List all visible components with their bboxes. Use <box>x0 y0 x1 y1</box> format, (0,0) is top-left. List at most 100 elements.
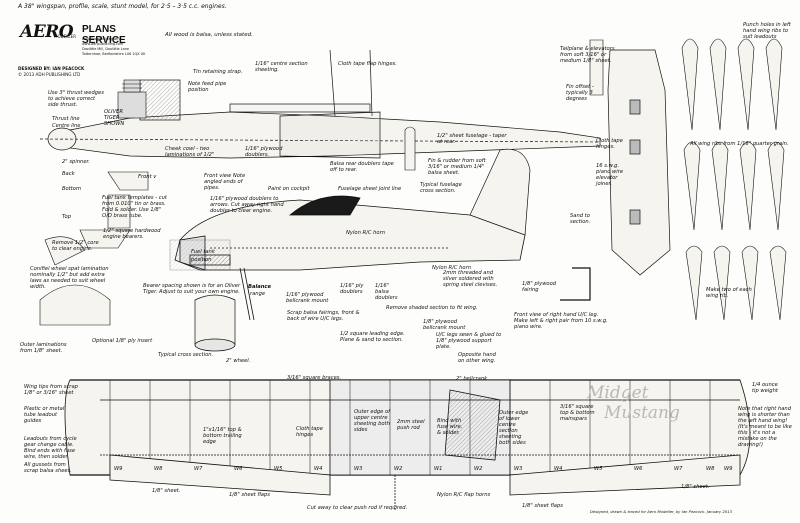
note-paint-cockpit: Paint on cockpit <box>268 186 310 192</box>
note-ply-bellcrank: 1/16" plywood bellcrank mount <box>286 292 329 304</box>
note-sheet-flaps-right: 1/8" sheet flaps <box>522 503 563 509</box>
rib-label: W8 <box>154 466 163 472</box>
note-nylon-rc-horn: Nylon R/C horn <box>432 265 472 271</box>
rib-label: W7 <box>194 466 203 472</box>
plan-subtitle: A 38" wingspan, profile, scale, stunt mo… <box>18 3 227 10</box>
footer-credit: Designed, drawn & traced for Aero Modell… <box>590 509 732 514</box>
rib-label: W6 <box>234 466 243 472</box>
note-cloth-flap: Cloth tape flap hinges. <box>338 61 397 67</box>
rib-label: W3 <box>354 466 363 472</box>
note-ply-doublers2: 1/16" ply doublers <box>340 283 364 295</box>
note-make-two: Make two of each wing rib. <box>706 287 752 299</box>
copyright: © 2013 ADH PUBLISHING LTD <box>18 72 81 77</box>
wheel <box>194 294 236 352</box>
note-thrust: Use 3° thrust wedges to achieve correct … <box>48 90 104 108</box>
note-balsa-rear: Balsa rear doublers tape off to rear. <box>330 161 394 173</box>
pub-line: Doolittle Mill, Doolittle Lane <box>82 47 129 51</box>
plans-service-title: PLANS SERVICE <box>82 24 126 46</box>
note-spinner: 2" spinner. <box>62 159 90 165</box>
pub-line: AeroModeller Magazine <box>82 37 122 41</box>
note-oliver-tiger: OLIVER TIGER SHOWN <box>104 109 125 127</box>
note-leadout-guides: Plastic or metal tube leadout guides <box>24 406 65 424</box>
note-fin-rudder: Fin & rudder from soft 3/16" or medium 1… <box>428 158 486 176</box>
fin-rudder <box>469 148 531 236</box>
wing-name-1: Midget <box>587 383 649 403</box>
rib-label: W4 <box>314 466 323 472</box>
note-sheet-flaps-left: 1/8" sheet flaps <box>229 492 270 498</box>
elevator-pieces <box>404 39 604 171</box>
label-front-v: Front v <box>138 174 157 180</box>
note-tin-strap: Tin retaining strap. <box>193 69 243 75</box>
note-cloth-tape-hinges2: Cloth tape hinges <box>296 426 323 438</box>
designer-credit: DESIGNED BY: IAN PEACOCK <box>18 66 85 71</box>
note-push-rod: 2mm steel push rod <box>397 419 425 431</box>
note-conifiel: Conifiel wheel spat lamination nominally… <box>30 266 109 290</box>
note-cut-away: Cut away to clear push rod if required. <box>307 505 408 511</box>
note-feed-pipe: Note feed pipe position <box>188 81 227 93</box>
note-piano-wire: 16 s.w.g. piano wire elevator joiner. <box>596 163 624 187</box>
note-nylon-flap: Nylon R/C flap horns <box>437 492 491 498</box>
note-mainspars: 3/16" square top & bottom mainspars <box>560 404 595 422</box>
note-ply-doublers: 1/16" plywood doublers. <box>245 146 283 158</box>
note-right-hand: Note that right hand wing is shorter tha… <box>738 406 792 448</box>
pub-line: www.adhpublishing.com <box>82 42 124 46</box>
label-balance: Balance <box>248 284 272 290</box>
note-typical-fuselage: Typical fuselage cross section. <box>420 182 462 194</box>
note-leadouts: Leadouts from cycle gear change cable. B… <box>24 436 77 460</box>
fuselage-top-view <box>39 49 601 159</box>
note-bind-fuse: Bind with fuse wire, & solder. <box>437 418 463 436</box>
note-outer-edge-lower: Outer edge of lower centre section sheet… <box>499 410 529 446</box>
rib-label: W3 <box>514 466 523 472</box>
label-fuel-tank: Fuel tank <box>191 249 215 255</box>
note-balsa-doublers: 1/16" balsa doublers <box>375 283 398 301</box>
note-optional-ply: Optional 1/8" ply insert <box>92 338 153 344</box>
uc-leg <box>560 267 591 301</box>
note-centre-section: 1/16" centre section sheeting. <box>255 61 308 73</box>
note-fuselage-joint: Fuselage sheet joint line <box>338 186 402 192</box>
rib-label: W2 <box>474 466 483 472</box>
note-front-view: Front view Note angled ends of pipes. <box>204 173 246 191</box>
rib-label: W6 <box>634 466 643 472</box>
rib-label: W8 <box>706 466 715 472</box>
label-top: Top <box>62 214 71 220</box>
pub-line: Totternhoe, Bedfordshire LU6 1QX UK <box>82 52 146 56</box>
wing-ribs <box>681 38 787 321</box>
note-thrust-line: Thrust line <box>52 116 80 122</box>
rib-label: W7 <box>674 466 683 472</box>
note-remove-shaded: Remove shaded section to fit wing. <box>386 305 478 311</box>
note-hardwood-bearers: 1/2" square hardwood engine bearers. <box>103 228 161 240</box>
note-rod-threaded: 2mm threaded and silver soldered with sp… <box>443 270 498 288</box>
fuel-tank-templates <box>39 171 231 326</box>
note-fuel-tank: Fuel tank templates - cut from 0.010" ti… <box>102 195 167 219</box>
engine-drawing <box>117 79 147 119</box>
rib-label: W9 <box>114 466 123 472</box>
note-outer-laminations: Outer laminations from 1/8" sheet. <box>20 342 67 354</box>
balsa-note: All wood is balsa, unless stated. <box>165 32 253 38</box>
note-ounce-weight: 1/4 ounce tip weight <box>752 382 778 394</box>
note-cheek-cowl: Cheek cowl - two laminations of 1/2" <box>165 146 215 158</box>
publisher-logo: AERO MODELLER PLANS SERVICE AeroModeller… <box>18 22 148 82</box>
note-gussets: All gussets from scrap balsa sheet. <box>24 462 72 474</box>
note-two-wheel: 2" wheel. <box>226 358 251 364</box>
note-uc-legs: U/C legs sewn & glued to 1/8" plywood su… <box>436 332 502 350</box>
note-wing-tips: Wing tips from scrap 1/8" or 3/16" sheet <box>24 384 78 396</box>
note-cloth-tape-hinges: Cloth tape hinges. <box>596 138 623 150</box>
note-bearer-spacing: Bearer spacing shown is for an Oliver Ti… <box>143 283 241 295</box>
note-top-bottom-trailing: 1"x1/16" top & bottom trailing edge <box>203 427 242 445</box>
note-sheet-fuselage: 1/2" sheet fuselage - taper at rear. <box>437 133 507 145</box>
label-range: range <box>250 291 266 297</box>
note-ply-fairing: 1/8" plywood fairing <box>522 281 557 293</box>
note-outer-edge-upper: Outer edge of upper centre sheeting both… <box>354 409 390 433</box>
note-square-braces: 3/16" square braces. <box>287 375 342 381</box>
note-fin-offset: Fin offset - typically 3 degrees <box>566 84 594 102</box>
rib-label: W5 <box>594 466 603 472</box>
note-nylon-horn: Nylon R/C horn <box>346 230 386 236</box>
rib-label: W5 <box>274 466 283 472</box>
label-back: Back <box>62 171 75 177</box>
rib-label: W2 <box>394 466 403 472</box>
rib-label: W4 <box>554 466 563 472</box>
note-centre-line: Centre line <box>52 123 81 129</box>
note-typical-cross: Typical cross section. <box>158 352 214 358</box>
